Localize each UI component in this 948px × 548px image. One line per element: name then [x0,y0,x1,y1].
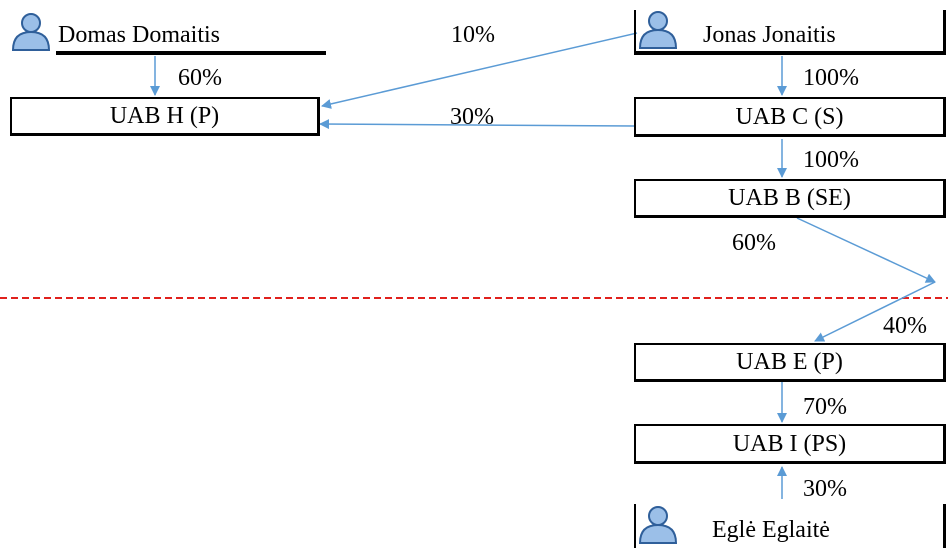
arrow-b-to-node [796,217,936,283]
arrow-c-to-h [319,119,635,130]
person-icon [638,506,678,544]
person-domas-label: Domas Domaitis [58,22,220,48]
company-box-i: UAB I (PS) [634,424,946,464]
pct-b-out: 60% [732,230,776,256]
pct-e-to-i: 70% [803,394,847,420]
company-box-c: UAB C (S) [634,97,946,137]
person-egle-label: Eglė Eglaitė [712,517,830,543]
person-jonas-right-border [943,10,946,54]
person-jonas-left-border [634,10,636,54]
arrow-node-to-e [814,281,936,342]
person-jonas-label: Jonas Jonaitis [703,22,836,48]
pct-c-to-h: 30% [450,104,494,130]
pct-c-to-b: 100% [803,147,859,173]
person-icon [11,13,51,51]
arrow-jonas-to-h [321,32,638,109]
pct-jonas-to-h: 10% [451,22,495,48]
person-egle-left-border [634,504,636,548]
person-icon [638,11,678,49]
company-box-h: UAB H (P) [10,97,320,136]
company-box-b: UAB B (SE) [634,179,946,218]
person-egle-right-border [943,504,946,548]
pct-egle-to-i: 30% [803,476,847,502]
pct-jonas-to-c: 100% [803,65,859,91]
person-jonas-underline [634,51,946,55]
pct-domas-to-h: 60% [178,65,222,91]
company-box-e: UAB E (P) [634,343,946,382]
person-domas-underline [56,51,326,55]
pct-to-e: 40% [883,313,927,339]
